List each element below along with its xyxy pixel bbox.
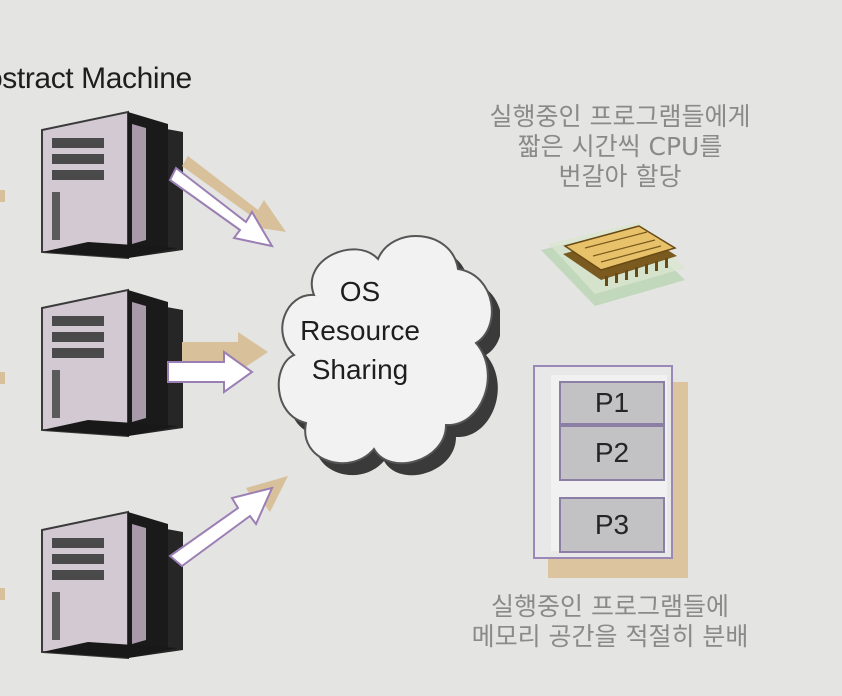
memory-caption-line-2: 메모리 공간을 적절히 분배 [471,622,749,651]
cpu-caption-line-2: 짧은 시간씩 CPU를 [517,132,723,161]
abstract-machine-title: ostract Machine [0,62,192,95]
process-p3: P3 [559,497,665,553]
memory-block: P1 P2 P3 [530,362,700,582]
memory-caption: 실행중인 프로그램들에 메모리 공간을 적절히 분배 [420,592,800,652]
cpu-chip-icon [541,222,685,306]
cloud-line-3: Sharing [311,354,409,385]
arrow-bottom-to-cloud [168,476,288,568]
process-p2: P2 [559,425,665,481]
arrow-middle-to-cloud [167,332,268,394]
memory-caption-line-1: 실행중인 프로그램들에 [491,592,729,621]
process-p1: P1 [559,381,665,425]
cpu-caption-line-1: 실행중인 프로그램들에게 [489,102,751,131]
cpu-caption: 실행중인 프로그램들에게 짧은 시간씩 CPU를 번갈아 할당 [450,102,790,192]
server-icon-top [41,110,183,260]
left-edge-marks [0,190,5,600]
server-icon-bottom [41,510,183,660]
os-resource-cloud [277,235,500,476]
cloud-line-2: Resource [300,315,420,346]
memory-frame: P1 P2 P3 [533,365,673,559]
cpu-caption-line-3: 번갈아 할당 [558,162,682,191]
cloud-line-1: OS [339,276,381,307]
cloud-label: OS Resource Sharing [285,272,435,389]
server-icon-middle [41,288,183,438]
arrow-top-to-cloud [168,156,286,248]
